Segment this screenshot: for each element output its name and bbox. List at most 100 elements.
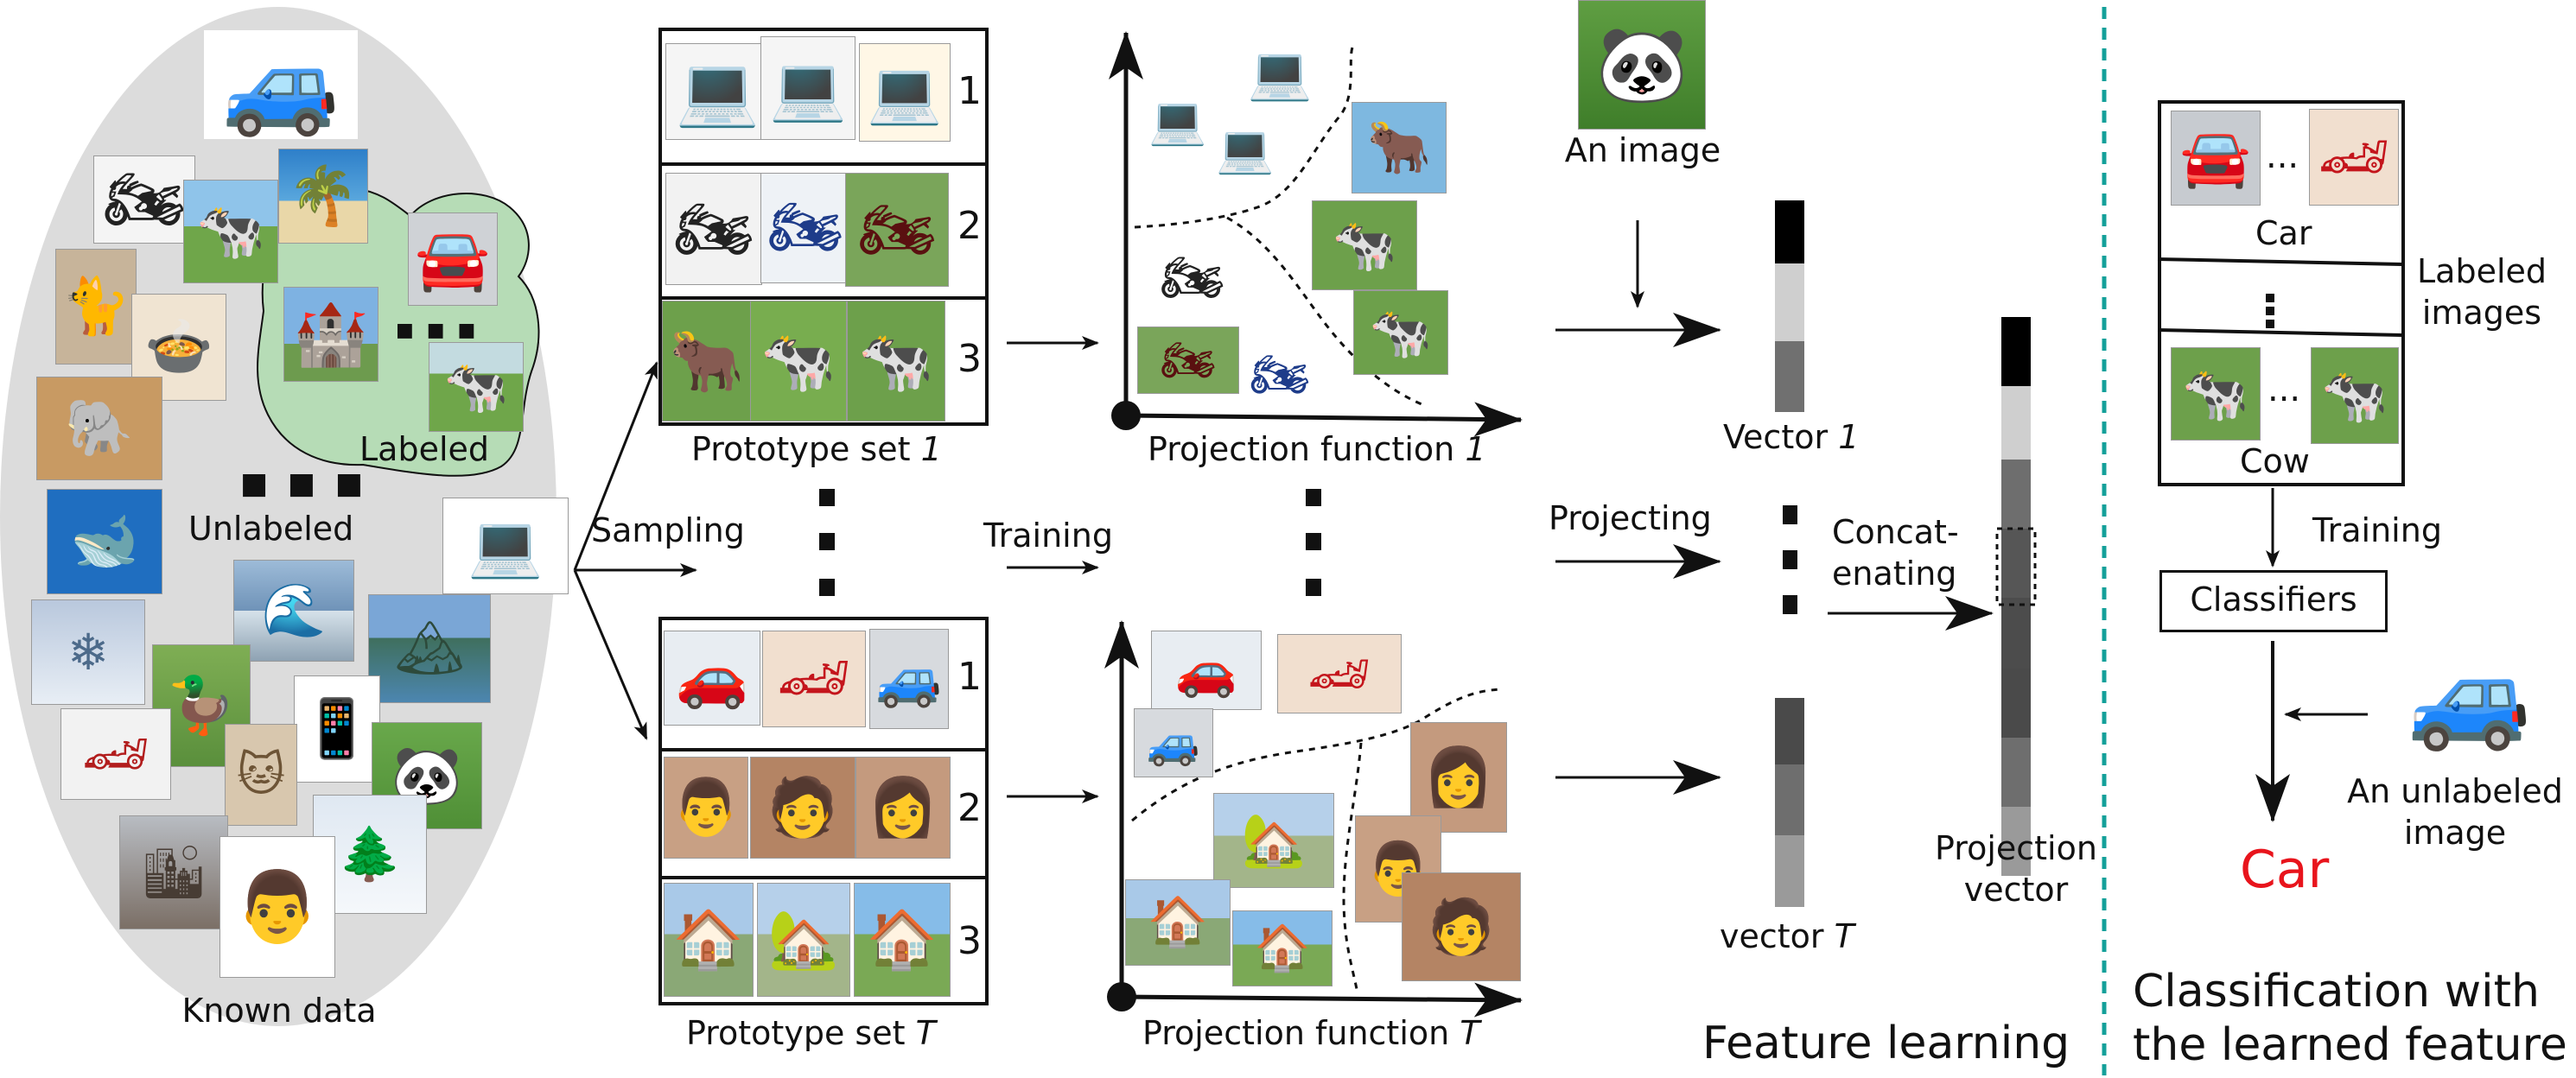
cow-thumbnail: 🐂 [662, 301, 752, 422]
cow-icon: 🐄 [1332, 215, 1397, 276]
tree-icon: 🌲 [337, 824, 403, 885]
vector-vertical-dots [1783, 505, 1797, 614]
snowflake-icon: ❄ [67, 623, 110, 682]
prototype-set-T-box [658, 617, 989, 1005]
vector-T-index: T [1834, 917, 1854, 955]
laptop-thumbnail: 💻 [1210, 112, 1281, 187]
motorcycle-icon: 🏍 [674, 193, 754, 265]
projection-1-boundary-b [1226, 216, 1427, 408]
house-icon: 🏠 [672, 906, 745, 973]
prototype-set-T-index: T [915, 1014, 936, 1052]
vector-1-label: Vector 1 [1723, 418, 1859, 456]
house-icon: 🏡 [767, 906, 840, 973]
wave-icon: 🌊 [261, 580, 327, 641]
sampling-arrow-down [573, 569, 648, 740]
vector-T-label-text: vector [1720, 917, 1824, 955]
laptop-icon: 💻 [769, 52, 847, 124]
vector-1-index: 1 [1838, 418, 1860, 456]
motorcycle-icon: 🏍 [767, 193, 843, 262]
face-thumbnail: 👨 [219, 836, 335, 978]
motorcycle-thumbnail: 🏍 [1141, 238, 1244, 316]
projection-1-origin [1111, 401, 1141, 430]
projection-T-origin [1107, 982, 1136, 1011]
prototype-set-T-row-divider [658, 876, 989, 879]
bmw-thumbnail: 🚘 [2171, 111, 2261, 206]
unlabeled-ellipsis: ■ ■ ■ [240, 466, 368, 501]
classification-title-line2: the learned feature [2133, 1019, 2567, 1071]
motorcycle-thumbnail: 🏍 [845, 173, 949, 287]
laptop-icon: 💻 [1148, 93, 1207, 148]
motorcycle-thumbnail: 🏍 [93, 155, 195, 244]
classifiers-label: Classifiers [2190, 580, 2357, 618]
phone-thumbnail: 📱 [294, 675, 380, 783]
known-data-label: Known data [181, 992, 377, 1030]
cow-labeled-thumbnail: 🐄 [429, 342, 524, 432]
car-icon: 🚙 [221, 30, 340, 139]
mountain-icon: 🏔 [394, 617, 465, 681]
cow-icon: 🐄 [2321, 364, 2388, 427]
laptop-thumbnail: 💻 [760, 36, 855, 140]
labeled-images-box [2158, 100, 2405, 486]
cow-icon: 🐄 [760, 326, 836, 396]
suv-icon: 🚘 [2179, 124, 2252, 191]
projection-function-1-index: 1 [1465, 430, 1486, 468]
an-image-label: An image [1564, 131, 1721, 169]
training-label: Training [983, 517, 1113, 555]
classification-result-label: Car [2240, 840, 2330, 900]
classifiers-box [2159, 570, 2388, 632]
car-thumbnail: 🚗 [664, 631, 760, 726]
house-icon: 🏡 [1241, 810, 1307, 871]
house-thumbnail: 🏠 [1125, 879, 1231, 966]
house-thumbnail: 🏠 [854, 883, 951, 997]
house-thumbnail: 🏡 [757, 883, 850, 997]
motorcycle-icon: 🏍 [104, 162, 185, 237]
projection-1-x-axis [1125, 402, 1523, 437]
motorcycle-thumbnail: 🏍 [760, 173, 850, 283]
prototype-set-1-row-divider [658, 162, 989, 166]
cow-icon: 🐄 [2182, 362, 2249, 425]
cow-icon: 🐄 [1369, 303, 1433, 362]
house-thumbnail: 🏠 [1232, 910, 1333, 986]
projecting-label: Projecting [1549, 499, 1712, 537]
sea-rocks-thumbnail: 🌊 [233, 560, 354, 662]
car-thumbnail: 🚗 [1151, 631, 1262, 710]
cat-icon: 🐈 [61, 275, 130, 339]
prototype-set-1-row-number: 1 [957, 69, 982, 113]
motorcycle-icon: 🏍 [1161, 335, 1216, 385]
palm-tree-icon: 🌴 [287, 162, 359, 229]
face-thumbnail: 🧑 [1402, 872, 1521, 981]
unlabeled-car-thumbnail: 🚙 [2368, 641, 2572, 753]
motorcycle-icon: 🏍 [858, 194, 936, 265]
house-icon: 🏠 [866, 906, 938, 973]
street-thumbnail: 🏙 [119, 815, 228, 929]
cow-icon: 🐄 [443, 357, 509, 417]
bmw-labeled-thumbnail: 🚘 [408, 212, 498, 306]
projection-T-boundary-b [1342, 742, 1363, 990]
house-icon: 🏠 [1148, 894, 1208, 950]
car-thumbnail: 🏎 [762, 631, 866, 727]
face-thumbnail: 👩 [1410, 722, 1507, 833]
prototype-set-T-row-number: 2 [957, 786, 982, 830]
vector-1-label-text: Vector [1723, 418, 1829, 456]
car-class-label: Car [2255, 214, 2312, 252]
cow-thumbnail: 🐄 [2311, 347, 2399, 444]
car-icon: 🚗 [1174, 641, 1238, 700]
bowl-icon: 🍲 [144, 315, 213, 379]
projection-function-T-caption-text: Projection function [1142, 1014, 1450, 1052]
car-icon: 🚗 [675, 644, 749, 712]
cow-thumbnail: 🐂 [1352, 102, 1447, 193]
concatenating-label-line2: enating [1832, 555, 1957, 593]
laptop-thumbnail: 💻 [665, 43, 769, 140]
whale-icon: 🐋 [70, 510, 139, 574]
laptop-icon: 💻 [467, 510, 544, 581]
prototype-set-T-row-number: 1 [957, 655, 982, 699]
building-icon: 🏙 [140, 842, 207, 903]
car-icon: 🏎 [1307, 644, 1371, 703]
car-icon: 🚙 [2407, 641, 2533, 753]
labeled-ellipsis: ■ ■ ■ [396, 320, 480, 341]
cow-thumbnail: 🐄 [1353, 290, 1448, 375]
motorcycle-icon: 🏍 [1250, 347, 1310, 402]
car-dots: ... [2266, 136, 2299, 176]
prototype-set-T-caption-text: Prototype set [686, 1014, 906, 1052]
suv-icon: 🚘 [415, 224, 491, 295]
